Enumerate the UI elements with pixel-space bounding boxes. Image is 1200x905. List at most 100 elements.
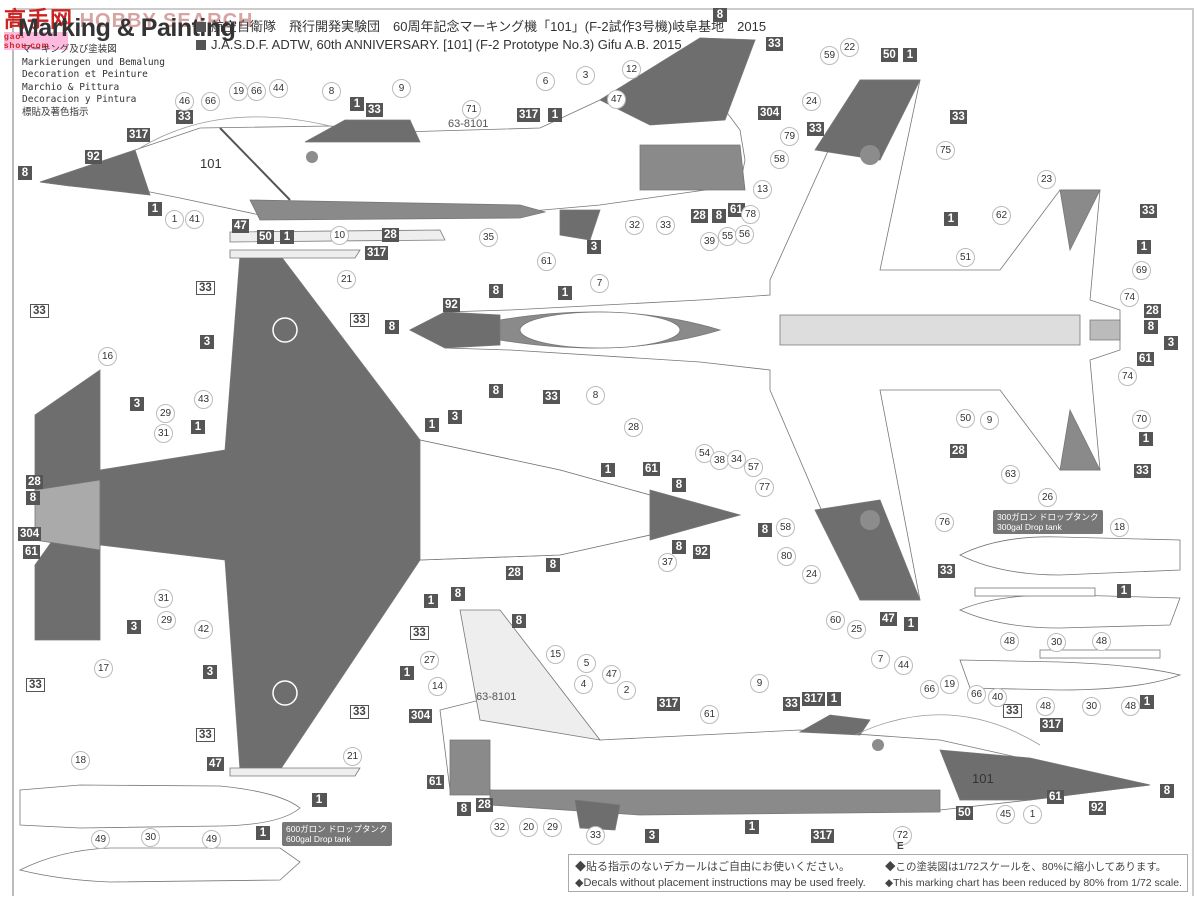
note-jp-free-decals: ◆貼る指示のないデカールはご自由にお使いください。 (575, 861, 850, 873)
callout-number: 42 (194, 620, 213, 639)
callout-tag: 317 (365, 246, 389, 260)
callout-tag: 3 (448, 410, 462, 424)
callout-number: 24 (802, 565, 821, 584)
callout-tag: 33 (26, 678, 45, 692)
callout-tag: 8 (672, 540, 686, 554)
callout-tag: 8 (26, 491, 40, 505)
callout-number: 48 (1000, 632, 1019, 651)
callout-tag: 61 (1047, 790, 1064, 804)
callout-tag: 317 (127, 128, 151, 142)
callout-tag: 1 (280, 230, 294, 244)
callout-tag: 1 (1140, 695, 1154, 709)
callout-tag: 28 (26, 475, 43, 489)
callout-tag: 1 (745, 820, 759, 834)
callout-number: 20 (519, 818, 538, 837)
callout-tag: 1 (558, 286, 572, 300)
callout-tag: 61 (728, 203, 745, 217)
callout-tag: 1 (312, 793, 326, 807)
callout-number: 61 (700, 705, 719, 724)
callout-tag: 1 (944, 212, 958, 226)
callout-tag: 8 (672, 478, 686, 492)
callout-number: 57 (744, 458, 763, 477)
callout-tag: 33 (950, 110, 967, 124)
callout-number: 45 (996, 805, 1015, 824)
callout-number: 46 (175, 92, 194, 111)
callout-number: 30 (141, 828, 160, 847)
callout-number: 31 (154, 589, 173, 608)
callout-number: 75 (936, 141, 955, 160)
callout-tag: 317 (1040, 718, 1064, 732)
callout-number: 33 (586, 826, 605, 845)
callout-tag: 1 (1139, 432, 1153, 446)
callout-number: 77 (755, 478, 774, 497)
callout-number: 31 (154, 424, 173, 443)
callout-number: 50 (956, 409, 975, 428)
tank-300-label: 300ガロン ドロップタンク 300gal Drop tank (993, 510, 1103, 534)
callout-number: 9 (980, 411, 999, 430)
callout-tag: 33 (766, 37, 783, 51)
callout-tag: 1 (827, 692, 841, 706)
callout-tag: 61 (1137, 352, 1154, 366)
callout-tag: 61 (427, 775, 444, 789)
callout-tag: 1 (548, 108, 562, 122)
callout-number: 1 (165, 210, 184, 229)
tank-600-label: 600ガロン ドロップタンク 600gal Drop tank (282, 822, 392, 846)
callout-tag: 33 (350, 705, 369, 719)
callout-number: 32 (625, 216, 644, 235)
callout-tag: 92 (1089, 801, 1106, 815)
callout-number: 12 (622, 60, 641, 79)
callout-number: 47 (607, 90, 626, 109)
callout-tag: 33 (196, 281, 215, 295)
callout-number: 30 (1047, 633, 1066, 652)
footer-notes: ◆貼る指示のないデカールはご自由にお使いください。 ◆Decals withou… (568, 854, 1188, 892)
callout-number: 48 (1036, 697, 1055, 716)
callout-tag: 3 (587, 240, 601, 254)
callout-tag: 28 (950, 444, 967, 458)
callout-number: 79 (780, 127, 799, 146)
callout-number: 14 (428, 677, 447, 696)
callout-tag: 3 (200, 335, 214, 349)
callout-number: 44 (894, 656, 913, 675)
callout-tag: 33 (938, 564, 955, 578)
callout-number: 30 (1082, 697, 1101, 716)
callout-tag: 33 (176, 110, 193, 124)
callout-number: 23 (1037, 170, 1056, 189)
callout-number: 49 (91, 830, 110, 849)
serial-upper: 63-8101 (448, 118, 488, 130)
callout-number: 29 (157, 611, 176, 630)
callout-number: 21 (337, 270, 356, 289)
callout-tag: 50 (257, 230, 274, 244)
callout-number: 7 (590, 274, 609, 293)
bottom-view (34, 249, 742, 777)
callout-number: 59 (820, 46, 839, 65)
callout-number: 47 (602, 665, 621, 684)
callout-tag: 33 (30, 304, 49, 318)
callout-tag: 47 (232, 219, 249, 233)
callout-tag: 1 (903, 48, 917, 62)
callout-number: 56 (735, 225, 754, 244)
callout-tag: 1 (1117, 584, 1131, 598)
callout-tag: 28 (476, 798, 493, 812)
callout-number: 37 (658, 553, 677, 572)
callout-number: 15 (546, 645, 565, 664)
left-side-view (39, 37, 756, 243)
callout-number: 6 (536, 72, 555, 91)
callout-number: 49 (202, 830, 221, 849)
callout-tag: 8 (712, 209, 726, 223)
callout-tag: 8 (457, 802, 471, 816)
callout-tag: 3 (1164, 336, 1178, 350)
callout-tag: 1 (424, 594, 438, 608)
callout-tag: 304 (758, 106, 782, 120)
callout-number: 9 (392, 79, 411, 98)
callout-tag: 317 (802, 692, 826, 706)
callout-number: 24 (802, 92, 821, 111)
callout-number: 34 (727, 450, 746, 469)
callout-tag: 1 (425, 418, 439, 432)
callout-number: 58 (776, 518, 795, 537)
callout-tag: 8 (489, 384, 503, 398)
callout-number: 16 (98, 347, 117, 366)
callout-number: 5 (577, 654, 596, 673)
page-frame (12, 8, 1194, 896)
callout-number: 66 (967, 685, 986, 704)
note-en-free-decals: ◆Decals without placement instructions m… (575, 877, 866, 889)
